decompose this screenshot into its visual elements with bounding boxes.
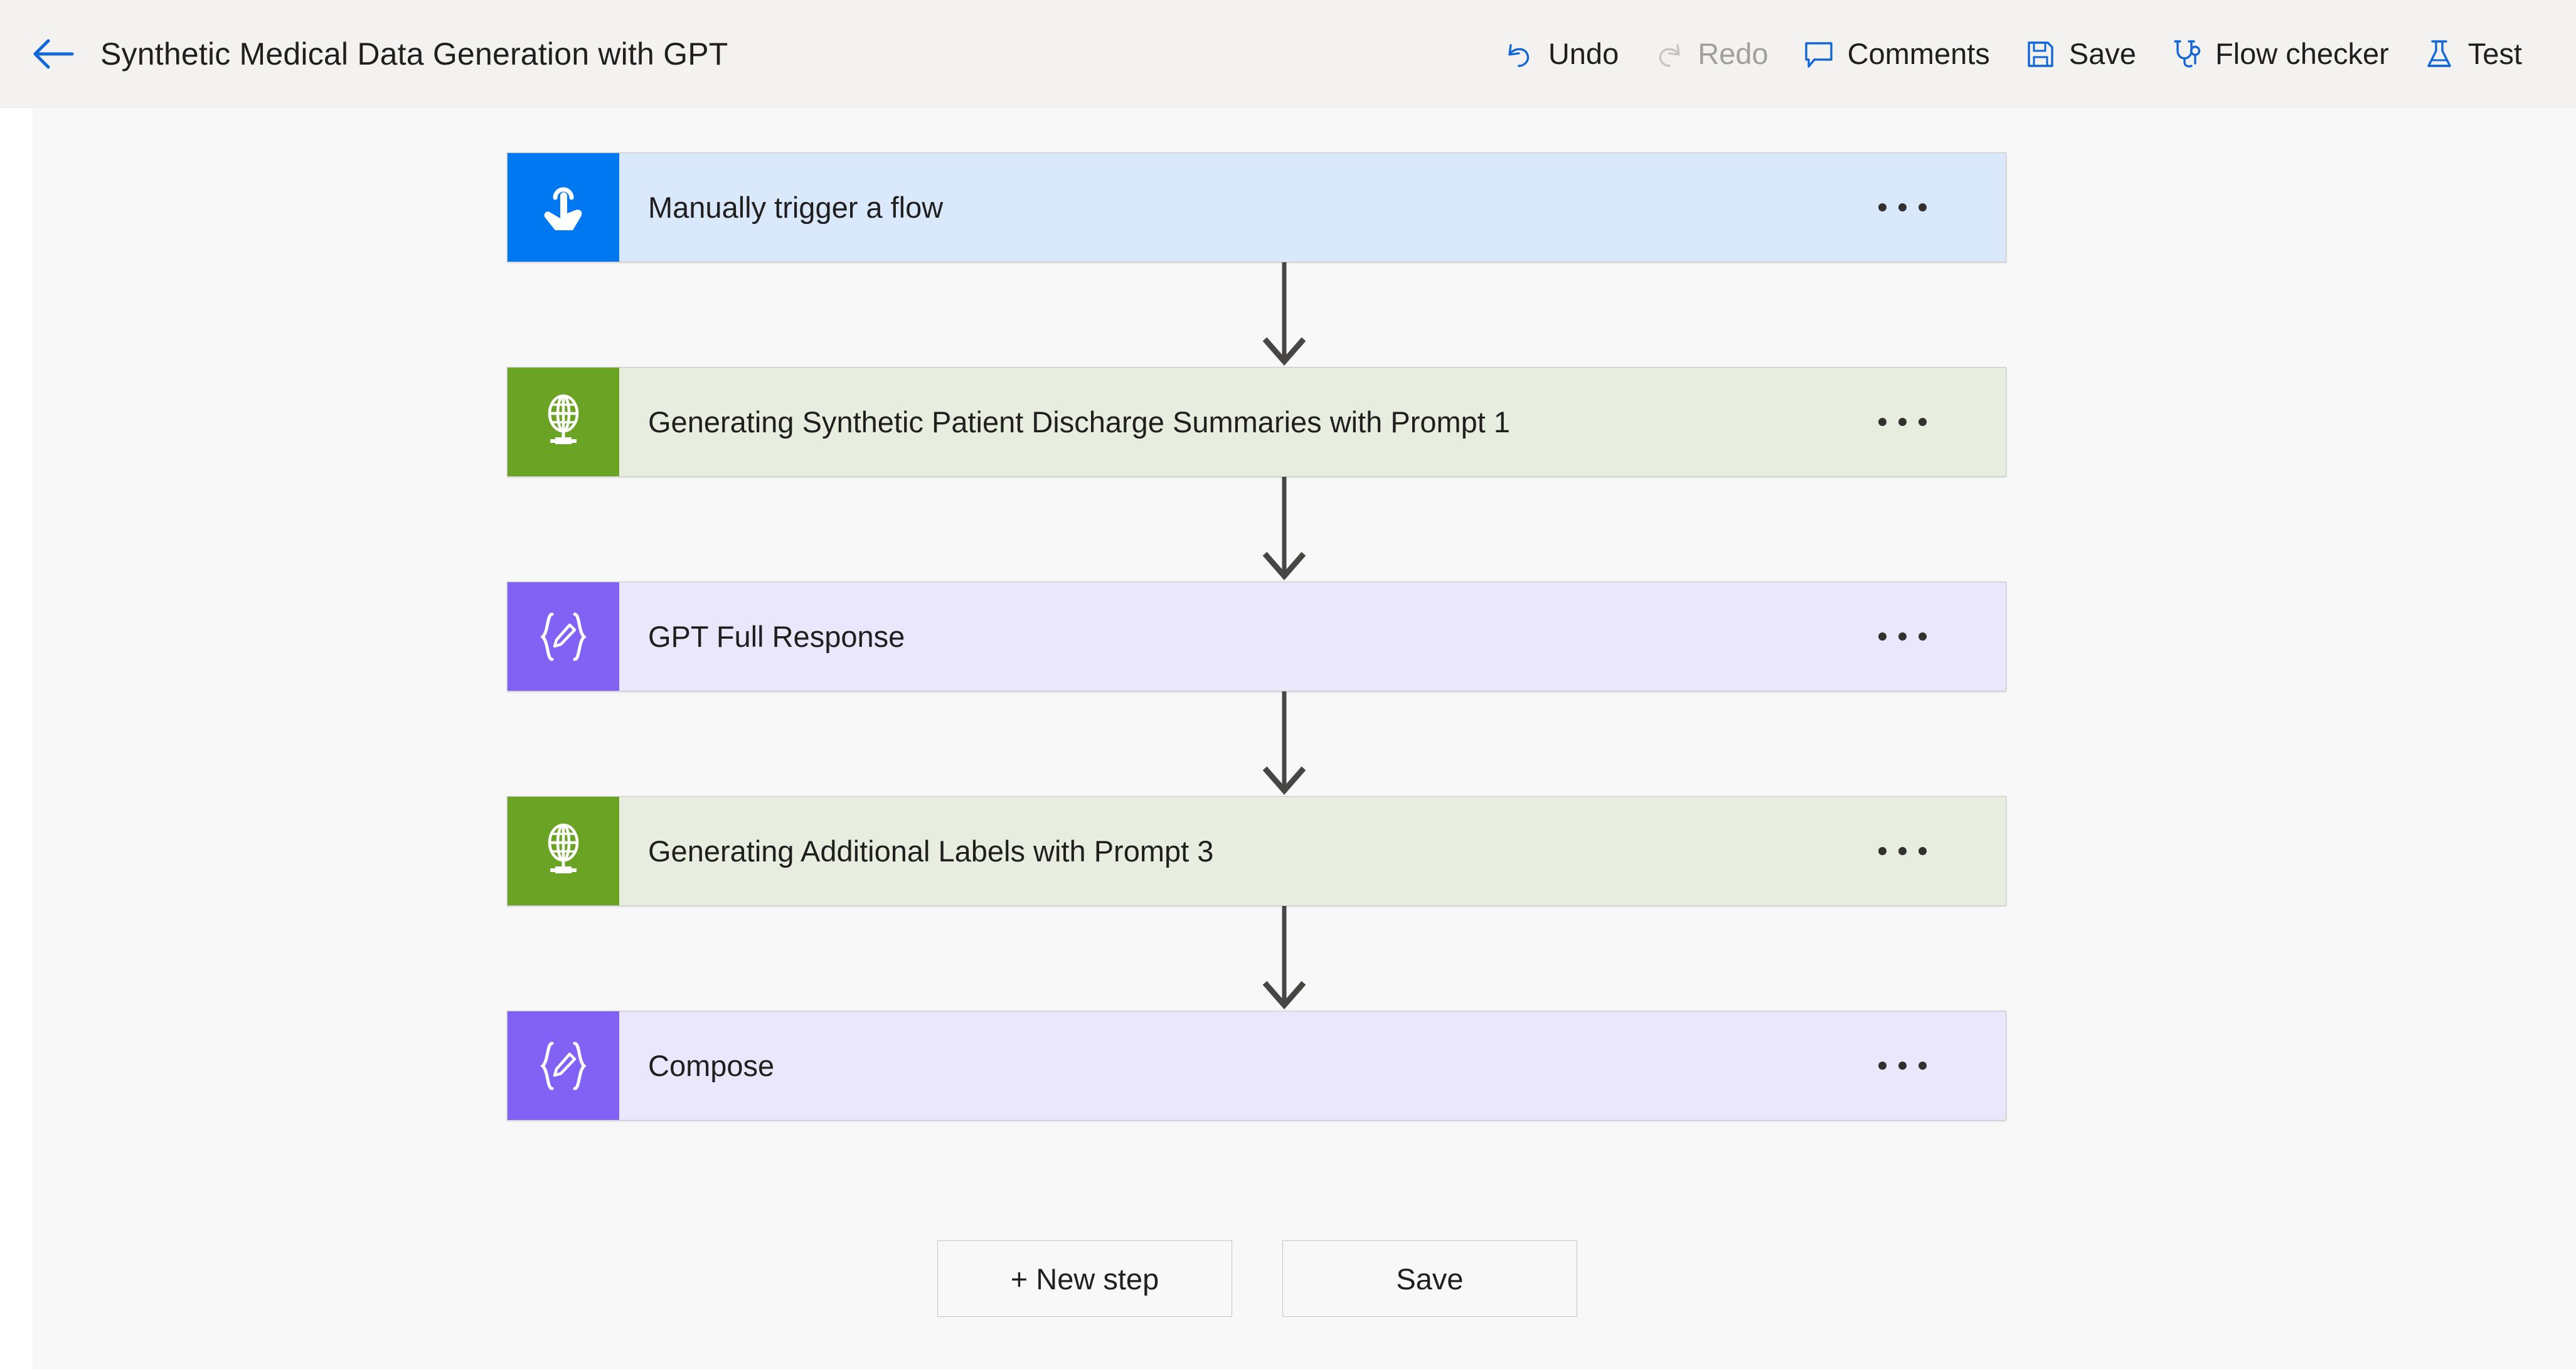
undo-icon — [1502, 36, 1537, 72]
http-globe-icon — [508, 797, 619, 905]
flask-icon — [2422, 36, 2457, 72]
node-body: Generating Additional Labels with Prompt… — [619, 797, 2006, 905]
flow-connector-2 — [1247, 477, 1322, 582]
flow-checker-label: Flow checker — [2215, 37, 2389, 70]
flow-node-compose[interactable]: Compose — [507, 1011, 2006, 1121]
more-options-icon[interactable] — [1839, 153, 1965, 262]
save-label: Save — [2068, 37, 2136, 70]
command-bar-actions: Undo Redo Comments — [1486, 24, 2576, 84]
compose-braces-pencil-icon — [508, 582, 619, 691]
more-options-icon[interactable] — [1839, 582, 1965, 691]
node-card[interactable]: Generating Synthetic Patient Discharge S… — [507, 367, 2006, 477]
test-button[interactable]: Test — [2405, 24, 2538, 84]
flow-node-generating-synthetic-patient-discharge-summaries-with-prompt-1[interactable]: Generating Synthetic Patient Discharge S… — [507, 367, 2006, 477]
compose-braces-pencil-icon — [508, 1011, 619, 1120]
comments-label: Comments — [1847, 37, 1990, 70]
canvas-footer-actions: + New step Save — [937, 1240, 1577, 1317]
node-title: Generating Synthetic Patient Discharge S… — [648, 405, 1511, 439]
back-arrow-icon[interactable] — [29, 29, 79, 79]
node-body: Compose — [619, 1011, 2006, 1120]
save-disk-icon — [2023, 36, 2058, 72]
node-card[interactable]: Manually trigger a flow — [507, 152, 2006, 262]
flow-connector-3 — [1247, 691, 1322, 796]
flow-node-manually-trigger-a-flow[interactable]: Manually trigger a flow — [507, 152, 2006, 262]
flow-connector-1 — [1247, 262, 1322, 367]
more-options-icon[interactable] — [1839, 1011, 1965, 1120]
flow-node-generating-additional-labels-with-prompt-3[interactable]: Generating Additional Labels with Prompt… — [507, 796, 2006, 906]
flow-canvas[interactable]: Manually trigger a flow — [33, 108, 2576, 1369]
redo-label: Redo — [1698, 37, 1769, 70]
node-card[interactable]: Compose — [507, 1011, 2006, 1121]
more-options-icon[interactable] — [1839, 797, 1965, 905]
undo-button[interactable]: Undo — [1486, 24, 1635, 84]
flow-connector-4 — [1247, 906, 1322, 1011]
node-body: Generating Synthetic Patient Discharge S… — [619, 368, 2006, 476]
save-footer-button[interactable]: Save — [1282, 1240, 1577, 1317]
comments-button[interactable]: Comments — [1785, 24, 2006, 84]
node-body: GPT Full Response — [619, 582, 2006, 691]
node-card[interactable]: GPT Full Response — [507, 582, 2006, 691]
command-bar-left: Synthetic Medical Data Generation with G… — [0, 29, 728, 79]
http-globe-icon — [508, 368, 619, 476]
stethoscope-icon — [2169, 36, 2204, 72]
undo-label: Undo — [1548, 37, 1619, 70]
node-title: Compose — [648, 1049, 775, 1082]
test-label: Test — [2467, 37, 2522, 70]
new-step-button[interactable]: + New step — [937, 1240, 1232, 1317]
save-button[interactable]: Save — [2006, 24, 2153, 84]
page-title: Synthetic Medical Data Generation with G… — [100, 36, 728, 72]
node-title: GPT Full Response — [648, 620, 905, 653]
node-body: Manually trigger a flow — [619, 153, 2006, 262]
flow-node-gpt-full-response[interactable]: GPT Full Response — [507, 582, 2006, 691]
command-bar: Synthetic Medical Data Generation with G… — [0, 0, 2576, 108]
comment-icon — [1801, 36, 1836, 72]
node-title: Generating Additional Labels with Prompt… — [648, 834, 1214, 868]
flow-checker-button[interactable]: Flow checker — [2153, 24, 2405, 84]
redo-button[interactable]: Redo — [1635, 24, 1784, 84]
redo-icon — [1651, 36, 1686, 72]
more-options-icon[interactable] — [1839, 368, 1965, 476]
tap-hand-icon — [508, 153, 619, 262]
node-card[interactable]: Generating Additional Labels with Prompt… — [507, 796, 2006, 906]
node-title: Manually trigger a flow — [648, 191, 944, 224]
